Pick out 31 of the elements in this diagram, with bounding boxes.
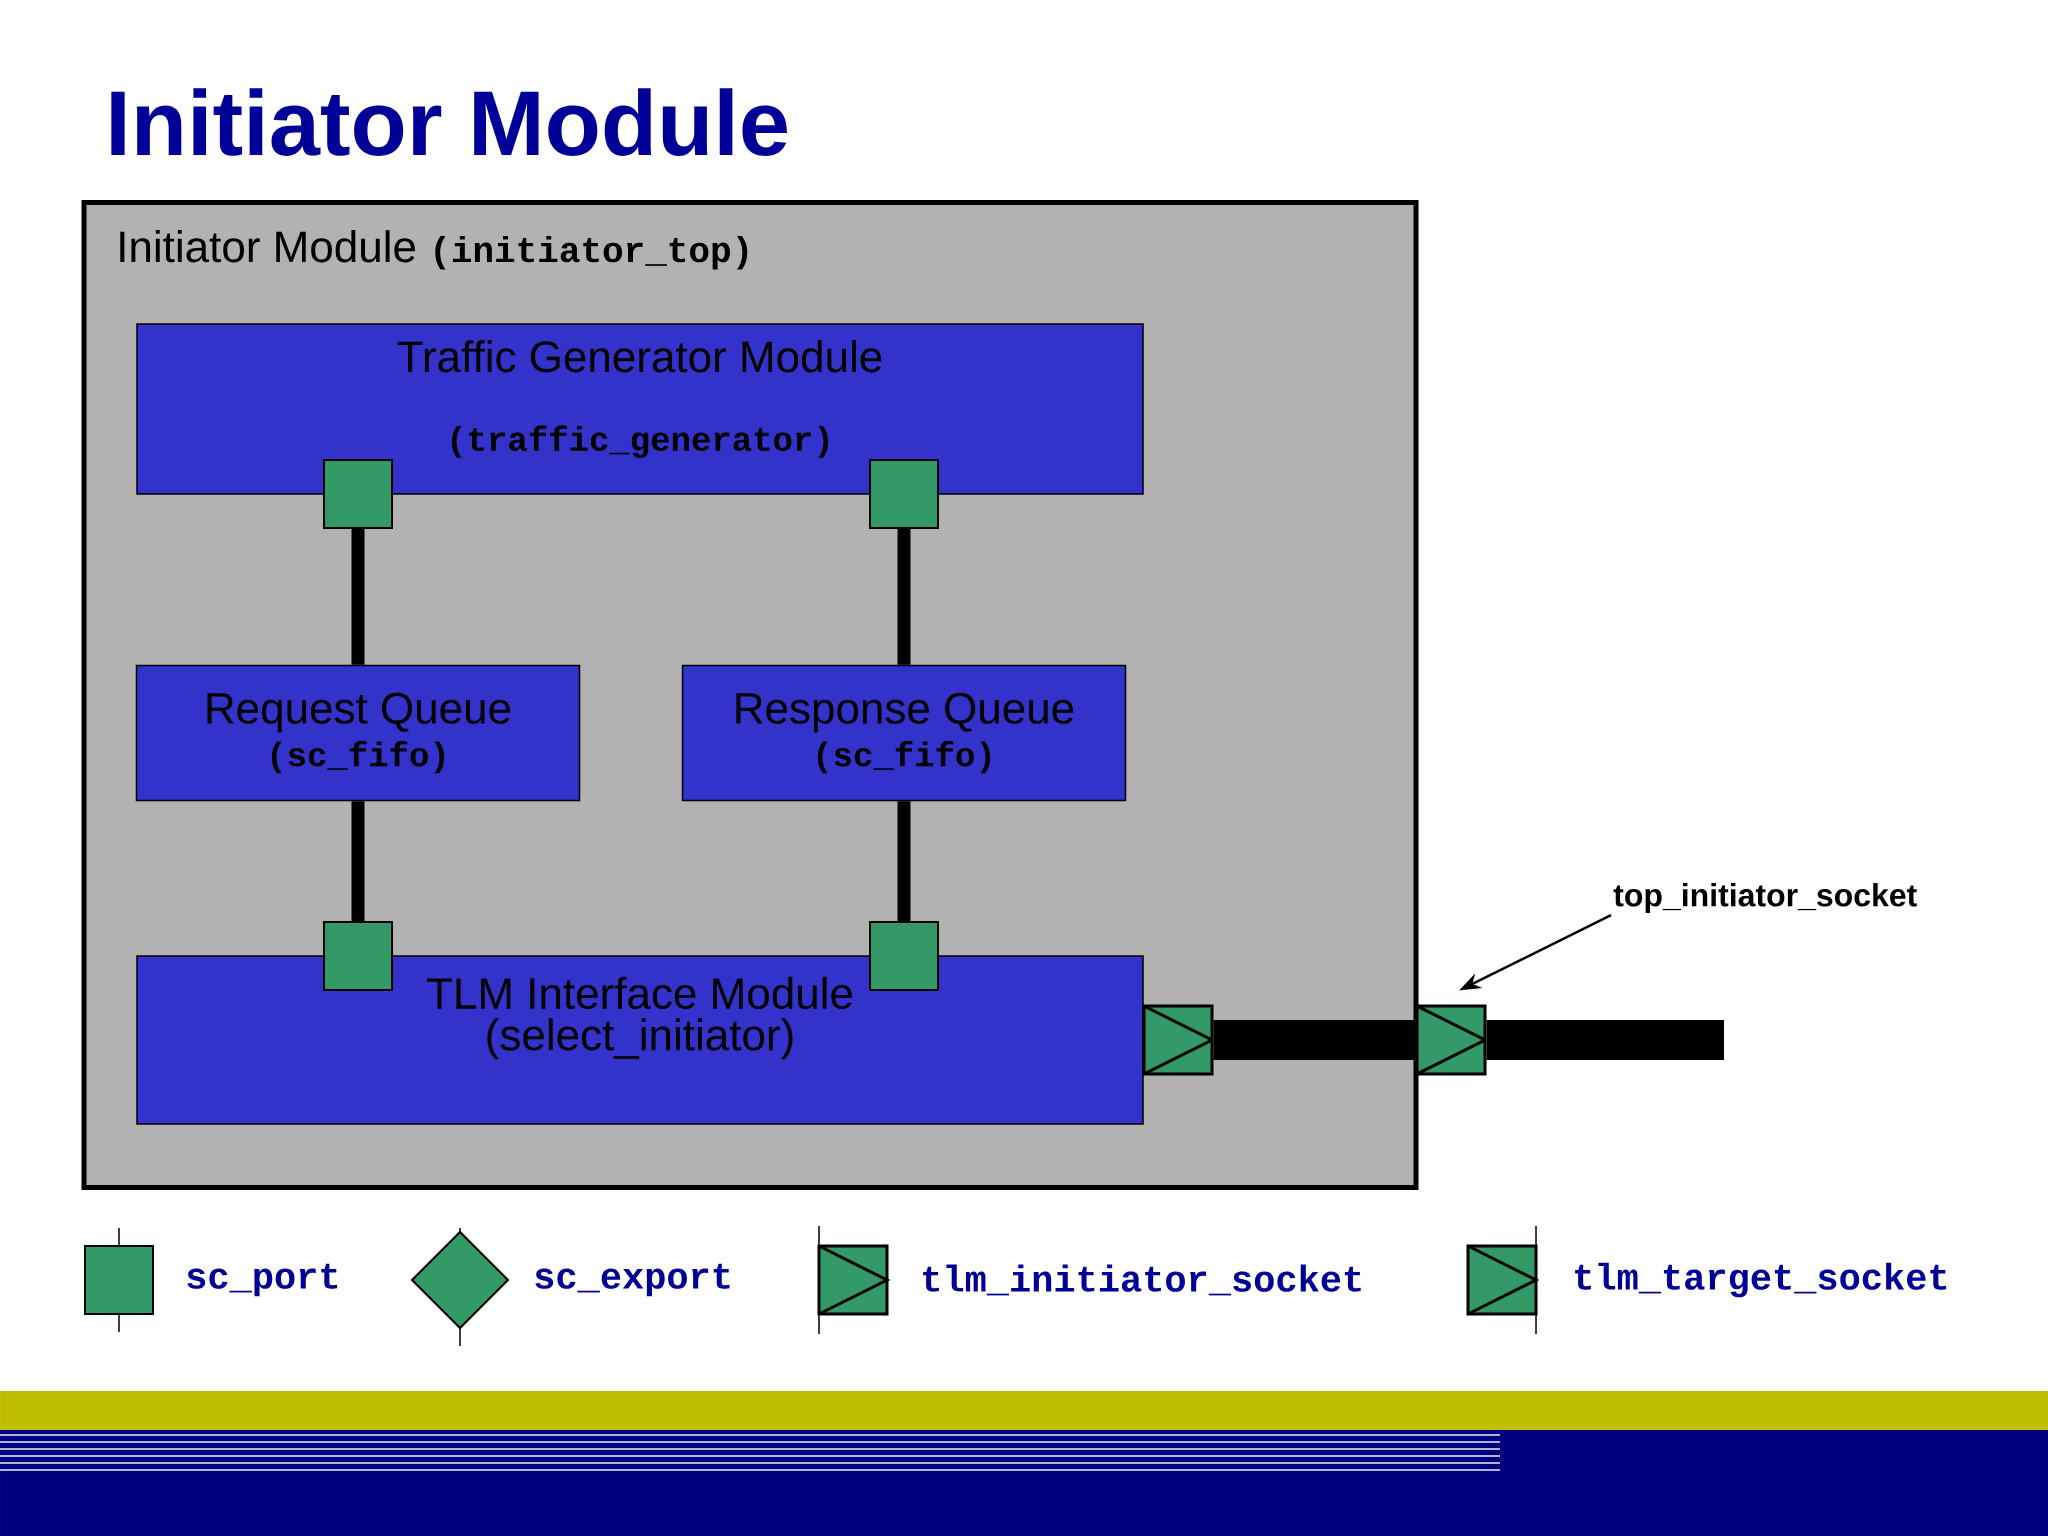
connector-line <box>897 801 911 921</box>
connector-line <box>1486 1020 1724 1060</box>
port-square <box>323 921 393 991</box>
module-label: (sc_fifo) <box>271 741 445 774</box>
module-label: TLM Interface Module <box>427 976 852 1010</box>
module-label: (traffic_generator) <box>451 425 829 458</box>
connector-line <box>351 801 365 921</box>
module-box <box>136 955 1144 1125</box>
socket-symbol <box>1142 1004 1214 1076</box>
module-box <box>136 323 1144 495</box>
module-label: Response Queue <box>736 692 1074 733</box>
module-label: Request Queue <box>207 692 511 733</box>
connector-line <box>1213 1020 1416 1060</box>
module-box <box>135 664 581 802</box>
legend-label: tlm_target_socket <box>1575 1262 1947 1298</box>
module-box <box>681 664 1127 802</box>
socket-symbol <box>1415 1004 1487 1076</box>
connector-line <box>897 529 911 665</box>
module-label: (select_initiator) <box>487 1018 793 1060</box>
module-label: Initiator Module (initiator_top) <box>120 230 748 270</box>
legend-label: sc_export <box>535 1263 730 1297</box>
legend-label: sc_port <box>187 1263 338 1297</box>
module-label: Traffic Generator Module <box>397 340 882 373</box>
callout-label: top_initiator_socket <box>1613 883 1917 913</box>
port-square <box>323 459 393 529</box>
port-square <box>869 921 939 991</box>
port-square <box>869 459 939 529</box>
legend-label: tlm_initiator_socket <box>923 1264 1361 1296</box>
title: Initiator Module <box>111 88 787 156</box>
connector-line <box>351 529 365 665</box>
module-label: (sc_fifo) <box>817 741 991 774</box>
